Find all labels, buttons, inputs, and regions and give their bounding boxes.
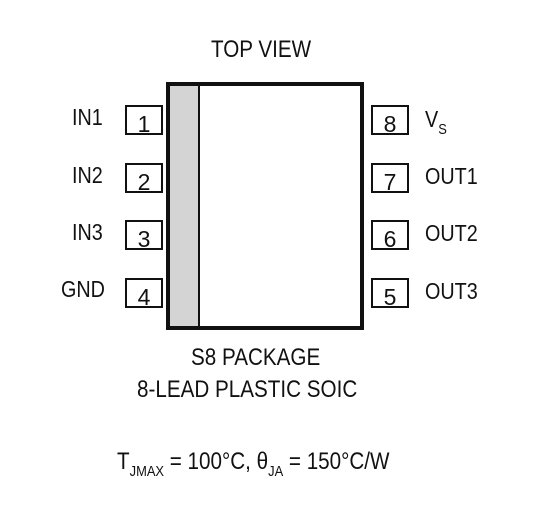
pin-2: 2 xyxy=(125,163,163,195)
pin-1-number: 1 xyxy=(137,111,151,137)
pin-1: 1 xyxy=(125,105,163,137)
diagram-title: TOP VIEW xyxy=(211,36,312,63)
pin-6-name: OUT2 xyxy=(425,220,478,246)
theta-value: = 150°C/W xyxy=(283,448,390,475)
pin-4-name: GND xyxy=(61,276,105,302)
tj-value: = 100°C, xyxy=(164,448,257,475)
pin-8-name-main: V xyxy=(425,106,439,132)
tj-symbol: T xyxy=(117,448,130,475)
pin-7-name: OUT1 xyxy=(425,163,478,189)
package-description: 8-LEAD PLASTIC SOIC xyxy=(137,376,358,403)
pin-5-number: 5 xyxy=(383,284,397,310)
theta-symbol: θ xyxy=(256,448,269,475)
pin-5: 5 xyxy=(371,278,409,310)
tj-subscript: JMAX xyxy=(129,463,165,480)
pin-8: 8 xyxy=(371,105,409,137)
pin-8-number: 8 xyxy=(383,111,397,137)
pin-8-name: VS xyxy=(425,106,447,138)
pin-7-number: 7 xyxy=(383,169,397,195)
ic-package-body xyxy=(166,82,364,330)
theta-subscript: JA xyxy=(268,463,284,480)
pin-6: 6 xyxy=(371,220,409,252)
thermal-spec: TJMAX = 100°C, θJA = 150°C/W xyxy=(117,448,390,480)
pin-3-name: IN3 xyxy=(72,219,103,245)
pin-6-number: 6 xyxy=(383,226,397,252)
pin-7: 7 xyxy=(371,163,409,195)
pin-2-number: 2 xyxy=(137,169,151,195)
package-name: S8 PACKAGE xyxy=(191,344,321,371)
pin-1-name: IN1 xyxy=(72,104,103,130)
pin-8-name-subscript: S xyxy=(438,121,447,138)
pin-2-name: IN2 xyxy=(72,162,103,188)
pin1-indicator-stripe xyxy=(170,86,200,326)
pin-3-number: 3 xyxy=(137,226,151,252)
pin-4: 4 xyxy=(125,278,163,310)
pin-5-name: OUT3 xyxy=(425,278,478,304)
pin-4-number: 4 xyxy=(137,284,151,310)
pin-3: 3 xyxy=(125,220,163,252)
